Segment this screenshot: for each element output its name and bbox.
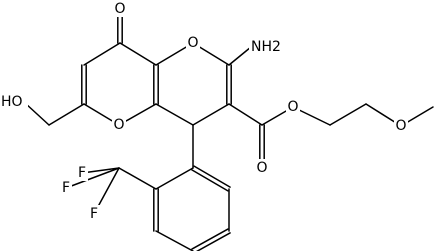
bond-line	[24, 102, 50, 126]
atom-label-layer: O O O O O O NH2 HO	[0, 0, 408, 222]
amino-group: NH2	[249, 38, 281, 55]
bond-line	[193, 165, 231, 188]
fluorine-3-atom: F	[88, 205, 100, 222]
bond-line	[119, 42, 157, 66]
ring-oxygen-top-label: O	[187, 35, 198, 51]
bond-line	[155, 167, 194, 190]
ether-oxygen-atom: O	[394, 117, 408, 134]
amino-label: NH2	[251, 39, 281, 55]
carbonyl-oxygen-atom: O	[113, 0, 127, 17]
ring-oxygen-bottom-atom: O	[112, 116, 126, 133]
bond-line	[48, 103, 85, 126]
bond-line	[155, 230, 194, 251]
bond-line	[195, 232, 231, 251]
carbonyl-oxygen-label: O	[114, 1, 125, 17]
bond-layer	[24, 8, 434, 251]
bond-line	[191, 228, 229, 250]
bond-line	[83, 42, 121, 66]
hydroxyl-label: HO	[1, 94, 23, 110]
ester-oxygen-atom: O	[286, 98, 300, 115]
bond-line	[191, 169, 229, 192]
hydroxyl-group: HO	[0, 93, 28, 110]
bond-line	[228, 103, 263, 126]
fluorine-2-label: F	[62, 180, 70, 196]
bond-line	[329, 103, 367, 126]
ester-carbonyl-oxygen-label: O	[256, 160, 267, 176]
ring-oxygen-top-atom: O	[186, 34, 200, 51]
fluorine-1-atom: F	[76, 164, 88, 181]
bond-line	[192, 103, 230, 126]
bond-line	[65, 167, 120, 189]
fluorine-2-atom: F	[60, 179, 72, 196]
ester-carbonyl-oxygen-atom: O	[255, 159, 269, 176]
bond-line	[155, 103, 194, 126]
ether-oxygen-label: O	[395, 118, 406, 134]
bond-line	[81, 167, 120, 174]
fluorine-3-label: F	[90, 206, 98, 222]
bond-line	[228, 46, 252, 66]
bond-line	[118, 167, 157, 190]
ester-oxygen-label: O	[287, 99, 298, 115]
fluorine-1-label: F	[78, 165, 86, 181]
ring-oxygen-bottom-label: O	[113, 117, 124, 133]
